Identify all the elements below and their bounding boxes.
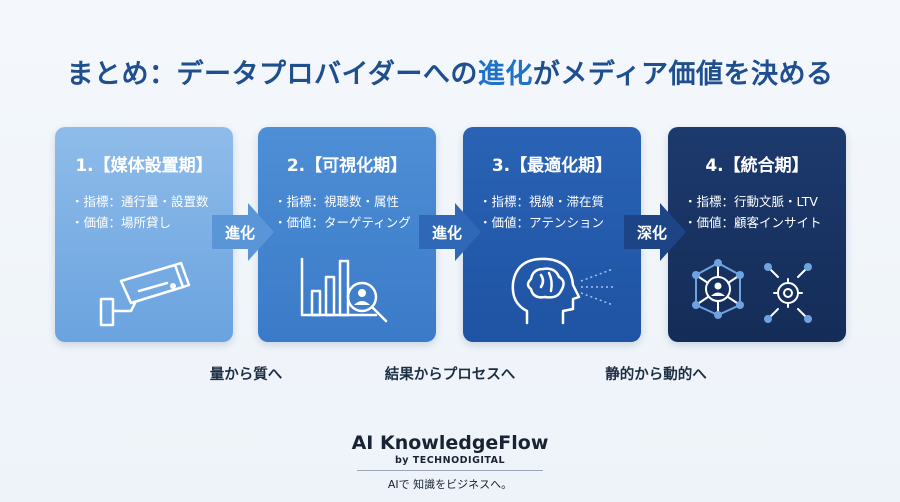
brand-by: by TECHNODIGITAL	[394, 455, 506, 466]
stage-metric: 指標：視線・滞在質	[479, 191, 605, 212]
title-prefix: まとめ：データプロバイダーへの	[66, 59, 478, 90]
brain-head-icon	[511, 257, 615, 325]
stage-metric: 指標：通行量・設置数	[71, 191, 209, 212]
stage-title: 3.【最適化期】	[491, 156, 613, 176]
stage-metric: 価値：場所貸し	[71, 212, 209, 233]
stage-title: 2.【可視化期】	[286, 156, 408, 176]
stage-metric: 指標：視聴数・属性	[274, 191, 411, 212]
stage-card-4: 4.【統合期】 指標：行動文脈・LTV 価値：顧客インサイト	[668, 127, 846, 342]
stage-metric: 指標：行動文脈・LTV	[684, 191, 822, 212]
arrow-label: 深化	[636, 224, 667, 242]
transition-label: 静的から動的へ	[605, 367, 707, 383]
stage-card-1: 1.【媒体設置期】 指標：通行量・設置数 価値：場所貸し	[55, 127, 233, 342]
security-camera-icon	[99, 261, 191, 327]
page-title: まとめ：データプロバイダーへの進化がメディア価値を決める	[0, 52, 900, 91]
stage-title: 4.【統合期】	[705, 156, 809, 176]
brand-name: AI KnowledgeFlow	[351, 432, 549, 454]
brand-tagline: AIで 知識をビジネスへ。	[387, 478, 513, 491]
bar-chart-magnifier-icon	[300, 257, 388, 323]
stage-metric: 価値：顧客インサイト	[684, 212, 822, 233]
arrow-2: 進化	[419, 203, 481, 261]
right-arrow-icon	[212, 203, 274, 261]
title-highlight: 進化	[477, 59, 533, 90]
footer-divider	[357, 470, 543, 471]
stage-metrics: 指標：通行量・設置数 価値：場所貸し	[71, 191, 209, 233]
transition-label: 量から質へ	[209, 367, 283, 383]
stage-card-2: 2.【可視化期】 指標：視聴数・属性 価値：ターゲティング	[258, 127, 436, 342]
stage-metric: 価値：アテンション	[479, 212, 605, 233]
stage-metrics: 指標：行動文脈・LTV 価値：顧客インサイト	[684, 191, 822, 233]
stage-metrics: 指標：視聴数・属性 価値：ターゲティング	[274, 191, 411, 233]
network-gear-icon	[692, 259, 812, 323]
stage-metrics: 指標：視線・滞在質 価値：アテンション	[479, 191, 605, 233]
right-arrow-icon	[419, 203, 481, 261]
stage-card-3: 3.【最適化期】 指標：視線・滞在質 価値：アテンション	[463, 127, 641, 342]
right-arrow-icon	[624, 203, 686, 261]
arrow-label: 進化	[431, 224, 462, 242]
arrow-label: 進化	[224, 224, 255, 242]
arrow-1: 進化	[212, 203, 274, 261]
stage-metric: 価値：ターゲティング	[274, 212, 411, 233]
stage-title: 1.【媒体設置期】	[75, 156, 213, 176]
transition-label: 結果からプロセスへ	[384, 367, 516, 383]
arrow-3: 深化	[624, 203, 686, 261]
title-suffix: がメディア価値を決める	[532, 59, 834, 90]
